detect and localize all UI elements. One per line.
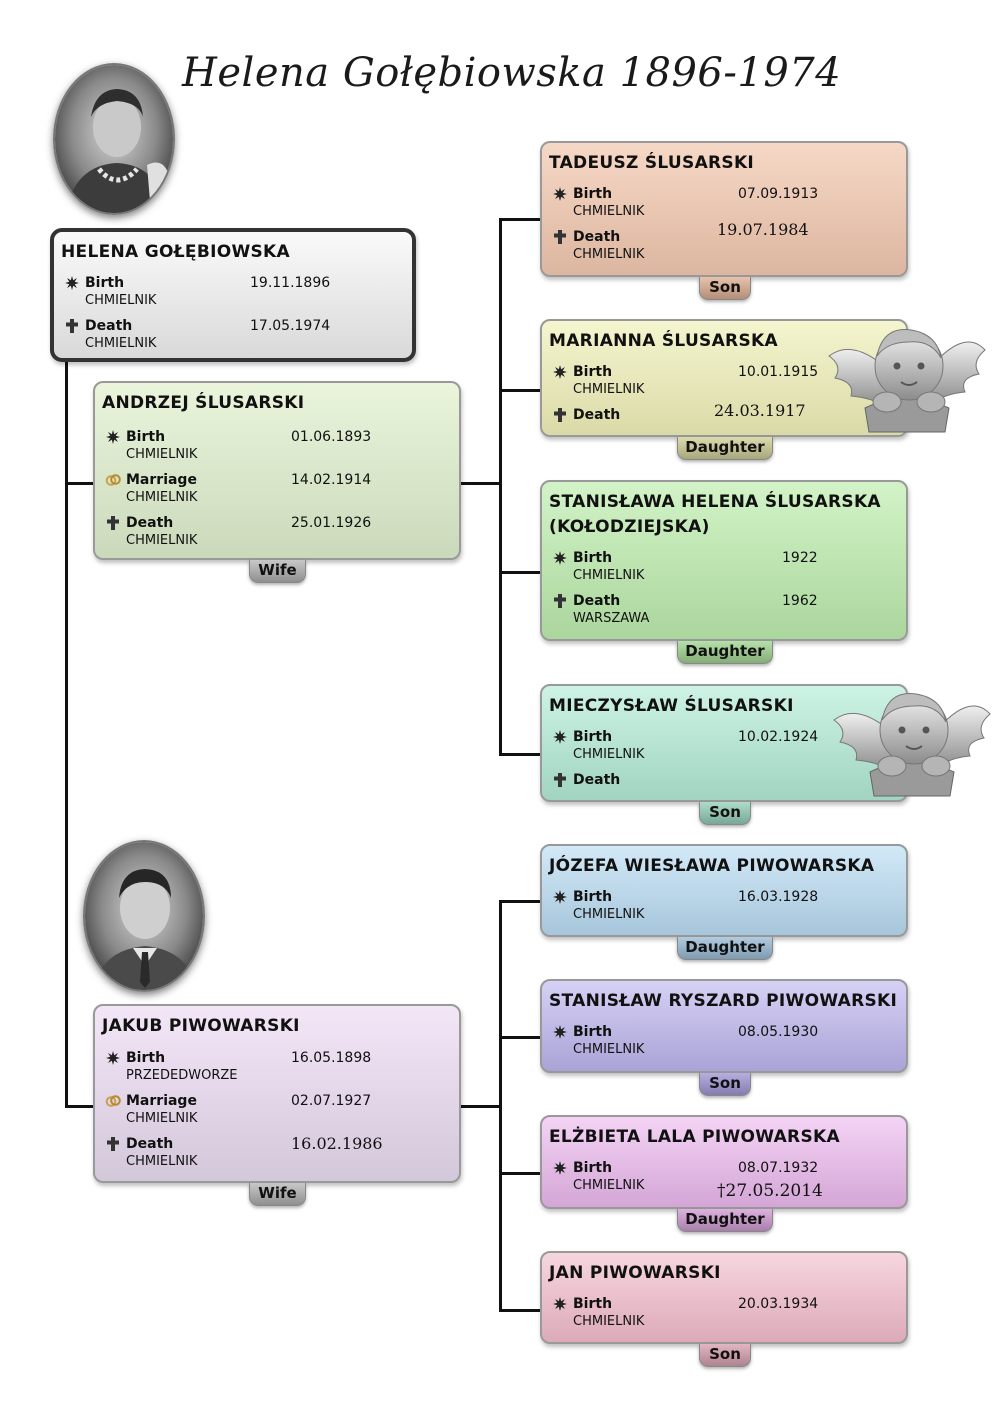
death-cross-icon [554, 773, 566, 787]
death-cross-icon [107, 1137, 119, 1151]
person-name: TADEUSZ ŚLUSARSKI [549, 153, 755, 173]
relation-tab: Daughter [677, 937, 773, 960]
person-name: MARIANNA ŚLUSARSKA [549, 331, 778, 351]
event-birth: Birth CHMIELNIK 08.05.1930 [552, 1024, 882, 1064]
connector-spouse2-horizontal [65, 1105, 95, 1108]
person-card-child-4[interactable]: MIECZYSŁAW ŚLUSARSKI Birth CHMIELNIK 10.… [540, 684, 908, 802]
connector-spouse1-to-children [461, 482, 502, 485]
person-name-alt: (KOŁODZIEJSKA) [549, 517, 710, 537]
wedding-rings-icon [105, 1095, 121, 1107]
person-card-child-3[interactable]: STANISŁAWA HELENA ŚLUSARSKA (KOŁODZIEJSK… [540, 480, 908, 641]
death-cross-icon [554, 594, 566, 608]
person-name: JAKUB PIWOWARSKI [102, 1016, 300, 1036]
person-name: STANISŁAW RYSZARD PIWOWARSKI [549, 991, 898, 1011]
event-death: Death [552, 772, 882, 812]
event-death: Death WARSZAWA 1962 [552, 593, 882, 633]
cherub-angel-icon [830, 680, 992, 802]
connector-child-8 [499, 1309, 541, 1312]
event-birth: Birth CHMIELNIK 07.09.1913 [552, 186, 882, 226]
event-marriage: Marriage CHMIELNIK 14.02.1914 [105, 472, 435, 512]
birth-star-icon [65, 276, 79, 290]
birth-star-icon [553, 730, 567, 744]
connector-child-5 [499, 900, 541, 903]
relation-tab: Daughter [677, 641, 773, 664]
connector-child-1 [499, 218, 541, 221]
person-card-spouse-2[interactable]: JAKUB PIWOWARSKI Birth PRZEDEDWORZE 16.0… [93, 1004, 461, 1183]
event-marriage: Marriage CHMIELNIK 02.07.1927 [105, 1093, 435, 1133]
birth-star-icon [553, 1297, 567, 1311]
event-birth: Birth CHMIELNIK 10.02.1924 [552, 729, 882, 769]
connector-child-2 [499, 389, 541, 392]
relation-tab: Son [699, 1344, 751, 1367]
death-cross-icon [66, 319, 78, 333]
person-name: STANISŁAWA HELENA ŚLUSARSKA [549, 492, 881, 512]
person-name: MIECZYSŁAW ŚLUSARSKI [549, 696, 794, 716]
birth-star-icon [553, 551, 567, 565]
birth-star-icon [553, 890, 567, 904]
death-cross-icon [107, 516, 119, 530]
connector-child-6 [499, 1036, 541, 1039]
event-birth: Birth CHMIELNIK 10.01.1915 [552, 364, 882, 404]
person-name: HELENA GOŁĘBIOWSKA [61, 242, 290, 262]
relation-tab: Son [699, 1073, 751, 1096]
person-card-child-5[interactable]: JÓZEFA WIESŁAWA PIWOWARSKA Birth CHMIELN… [540, 844, 908, 937]
relation-tab: Son [699, 277, 751, 300]
portrait-helena [53, 63, 175, 215]
relation-tab: Daughter [677, 1209, 773, 1232]
event-death: Death CHMIELNIK 25.01.1926 [105, 515, 435, 555]
event-birth: Birth CHMIELNIK 20.03.1934 [552, 1296, 882, 1336]
connector-main-vertical [65, 362, 68, 1108]
birth-star-icon [553, 365, 567, 379]
event-birth: Birth CHMIELNIK 1922 [552, 550, 882, 590]
person-card-child-8[interactable]: JAN PIWOWARSKI Birth CHMIELNIK 20.03.193… [540, 1251, 908, 1344]
portrait-jakub [83, 840, 205, 992]
relation-tab: Son [699, 802, 751, 825]
death-note: †27.05.2014 [717, 1181, 823, 1201]
relation-tab: Wife [249, 1183, 306, 1206]
event-birth: Birth CHMIELNIK 16.03.1928 [552, 889, 882, 929]
person-name: ELŻBIETA LALA PIWOWARSKA [549, 1127, 840, 1147]
event-birth: Birth CHMIELNIK 19.11.1896 [64, 275, 394, 315]
event-birth: Birth PRZEDEDWORZE 16.05.1898 [105, 1050, 435, 1090]
birth-star-icon [553, 1161, 567, 1175]
birth-star-icon [106, 1051, 120, 1065]
person-card-spouse-1[interactable]: ANDRZEJ ŚLUSARSKI Birth CHMIELNIK 01.06.… [93, 381, 461, 560]
relation-tab: Wife [249, 560, 306, 583]
person-card-child-6[interactable]: STANISŁAW RYSZARD PIWOWARSKI Birth CHMIE… [540, 979, 908, 1073]
event-birth: Birth CHMIELNIK 08.07.1932 [552, 1160, 882, 1200]
birth-star-icon [553, 1025, 567, 1039]
connector-child-7 [499, 1172, 541, 1175]
person-name: ANDRZEJ ŚLUSARSKI [102, 393, 305, 413]
person-name: JAN PIWOWARSKI [549, 1263, 721, 1283]
birth-star-icon [553, 187, 567, 201]
connector-children1-vertical [499, 218, 502, 756]
birth-star-icon [106, 430, 120, 444]
event-death: Death CHMIELNIK 17.05.1974 [64, 318, 394, 358]
connector-child-3 [499, 571, 541, 574]
connector-spouse1-horizontal [65, 482, 95, 485]
person-card-child-1[interactable]: TADEUSZ ŚLUSARSKI Birth CHMIELNIK 07.09.… [540, 141, 908, 277]
connector-children2-vertical [499, 900, 502, 1312]
connector-child-4 [499, 753, 541, 756]
event-death: Death CHMIELNIK 19.07.1984 [552, 220, 882, 269]
cherub-angel-icon [825, 316, 987, 438]
event-birth: Birth CHMIELNIK 01.06.1893 [105, 429, 435, 469]
person-card-child-7[interactable]: ELŻBIETA LALA PIWOWARSKA Birth CHMIELNIK… [540, 1115, 908, 1209]
wedding-rings-icon [105, 474, 121, 486]
death-cross-icon [554, 408, 566, 422]
connector-spouse2-to-children [461, 1105, 502, 1108]
death-cross-icon [554, 230, 566, 244]
event-death: Death 24.03.1917 [552, 401, 882, 447]
person-card-main[interactable]: HELENA GOŁĘBIOWSKA Birth CHMIELNIK 19.11… [50, 228, 416, 362]
relation-tab: Daughter [677, 437, 773, 460]
event-death: Death CHMIELNIK 16.02.1986 [105, 1134, 435, 1176]
page-title: Helena Gołębiowska 1896-1974 [182, 50, 842, 96]
person-name: JÓZEFA WIESŁAWA PIWOWARSKA [549, 856, 875, 876]
